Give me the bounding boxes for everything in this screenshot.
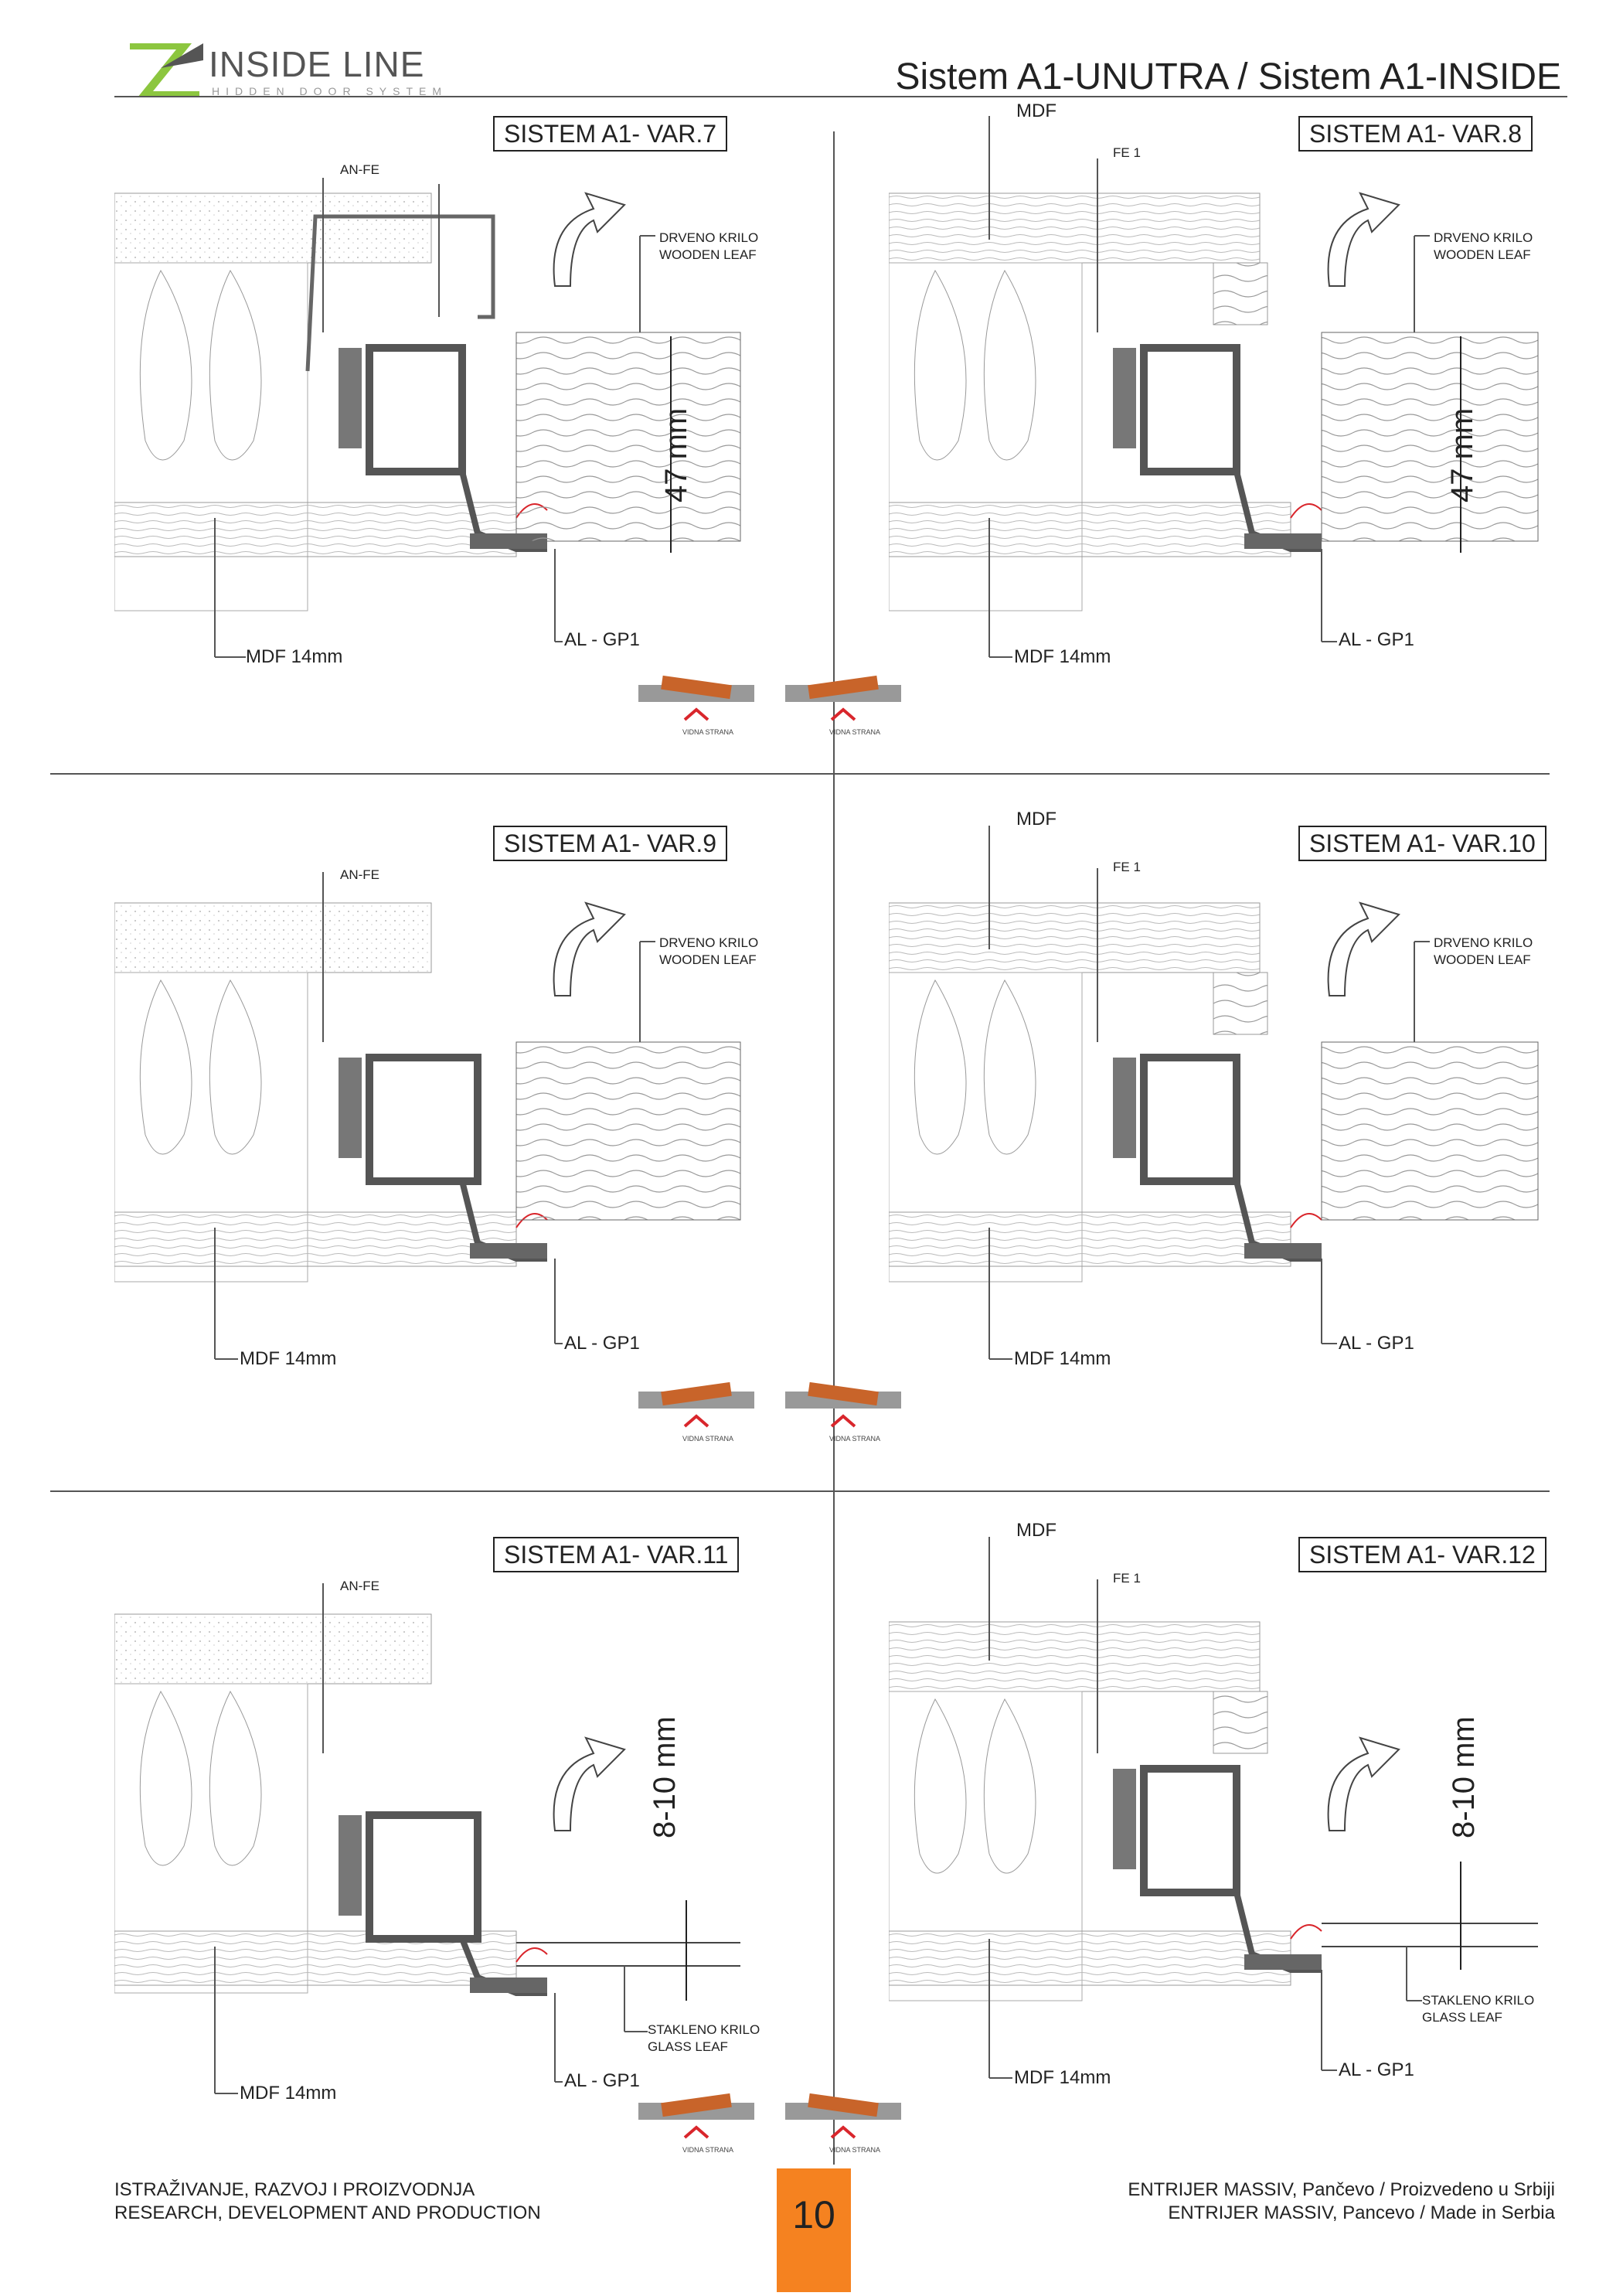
leaf-label-line2: WOODEN LEAF [1434,952,1531,967]
section-drawing [889,826,1539,1360]
panel-var-8: SISTEM A1- VAR.8 MDF FE 1 DRVENO KRILO W… [889,100,1569,765]
section-drawing [114,1583,740,2094]
gp-label: AL - GP1 [1339,2059,1414,2080]
dimension-label: 8-10 mm [1447,1716,1481,1838]
panel-var-9: SISTEM A1- VAR.9 AN-FE DRVENO KRILO WOOD… [114,826,901,1475]
gp-label: AL - GP1 [1339,629,1414,650]
vidna-label-left: VIDNA STRANA [682,1435,734,1443]
leaf-label-line2: WOODEN LEAF [659,247,757,262]
logo-name: INSIDE LINE [209,44,425,84]
top-mdf-label: MDF [1016,809,1056,829]
section-drawing [114,178,741,658]
center-divider [833,131,835,2165]
leaf-label-line1: DRVENO KRILO [1434,230,1533,245]
section-drawing [889,116,1539,658]
logo: INSIDE LINE HIDDEN DOOR SYSTEM [130,37,441,107]
document-title: Sistem A1-UNUTRA / Sistem A1-INSIDE [895,56,1561,97]
dimension-label: 47 mm [1445,407,1479,502]
panel-var-7: SISTEM A1- VAR.7 AN-FE DRVENO KRILO WOOD… [114,116,901,765]
leaf-label-line1: STAKLENO KRILO [1422,1993,1535,2008]
variant-title: SISTEM A1- VAR.7 [493,116,728,152]
top-mdf-label: MDF [1016,1520,1056,1541]
profile-label: AN-FE [340,162,379,177]
panel-var-12: SISTEM A1- VAR.12 MDF FE 1 STAKLENO KRIL… [889,1520,1569,2163]
vidna-label-right: VIDNA STRANA [829,728,881,736]
mdf-label: MDF 14mm [1014,646,1111,667]
dimension-label: 8-10 mm [648,1716,682,1838]
profile-label: AN-FE [340,1579,379,1593]
leaf-label-line1: DRVENO KRILO [1434,935,1533,950]
panel-var-10: SISTEM A1- VAR.10 MDF FE 1 DRVENO KRILO … [889,809,1569,1475]
footer-right: ENTRIJER MASSIV, Pančevo / Proizvedeno u… [1128,2178,1555,2225]
footer-left-line2: RESEARCH, DEVELOPMENT AND PRODUCTION [114,2202,541,2223]
profile-label: FE 1 [1113,860,1141,874]
gp-label: AL - GP1 [564,2070,640,2091]
leaf-label-line2: WOODEN LEAF [1434,247,1531,262]
profile-label: AN-FE [340,867,379,882]
gp-label: AL - GP1 [564,1333,640,1354]
leaf-label-line1: STAKLENO KRILO [648,2022,760,2037]
panel-var-11: SISTEM A1- VAR.11 AN-FE STAKLENO KRILO G… [114,1537,901,2163]
leaf-label-line2: WOODEN LEAF [659,952,757,967]
variant-title: SISTEM A1- VAR.8 [1298,116,1533,152]
section-drawing [114,872,741,1360]
top-mdf-label: MDF [1016,100,1056,121]
door-thumbnails [638,2093,901,2139]
mdf-label: MDF 14mm [1014,2067,1111,2088]
dimension-label: 47 mm [659,407,693,502]
variant-title: SISTEM A1- VAR.9 [493,826,728,861]
leaf-label-line1: DRVENO KRILO [659,935,759,950]
vidna-label-left: VIDNA STRANA [682,2146,734,2154]
row-divider-1 [50,773,1550,775]
page-number: 10 [777,2168,851,2292]
gp-label: AL - GP1 [1339,1333,1414,1354]
footer-right-line2: ENTRIJER MASSIV, Pancevo / Made in Serbi… [1168,2202,1555,2223]
vidna-label-right: VIDNA STRANA [829,2146,881,2154]
vidna-label-left: VIDNA STRANA [682,728,734,736]
variant-title: SISTEM A1- VAR.10 [1298,826,1546,861]
door-thumbnails [638,1381,901,1428]
row-divider-2 [50,1490,1550,1492]
vidna-label-right: VIDNA STRANA [829,1435,881,1443]
leaf-label-line2: GLASS LEAF [648,2039,728,2054]
door-thumbnails [638,675,901,721]
mdf-label: MDF 14mm [240,2083,337,2104]
logo-mark-icon [130,43,203,97]
section-drawing [889,1537,1538,2079]
leaf-label-line2: GLASS LEAF [1422,2010,1502,2025]
profile-label: FE 1 [1113,145,1141,160]
variant-title: SISTEM A1- VAR.12 [1298,1537,1546,1572]
footer-right-line1: ENTRIJER MASSIV, Pančevo / Proizvedeno u… [1128,2179,1555,2200]
mdf-label: MDF 14mm [246,646,343,667]
leaf-label-line1: DRVENO KRILO [659,230,759,245]
gp-label: AL - GP1 [564,629,640,650]
footer-left: ISTRAŽIVANJE, RAZVOJ I PROIZVODNJA RESEA… [114,2178,541,2225]
logo-tagline: HIDDEN DOOR SYSTEM [212,85,448,97]
footer-left-line1: ISTRAŽIVANJE, RAZVOJ I PROIZVODNJA [114,2179,475,2200]
mdf-label: MDF 14mm [240,1348,337,1369]
variant-title: SISTEM A1- VAR.11 [493,1537,740,1572]
mdf-label: MDF 14mm [1014,1348,1111,1369]
profile-label: FE 1 [1113,1571,1141,1586]
header-rule [114,96,1567,97]
